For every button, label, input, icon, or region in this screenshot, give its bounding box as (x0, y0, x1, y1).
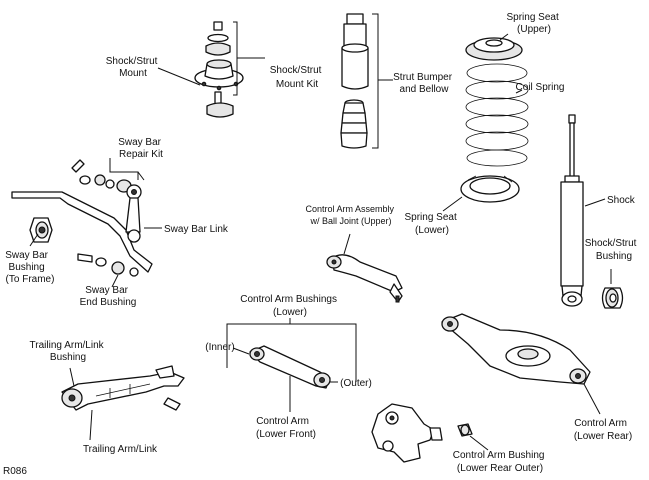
strut-bumper-bellow-illustration (340, 13, 369, 149)
knuckle-illustration (371, 403, 443, 463)
shock-strut-mount-kit-label: Shock/Strut Mount Kit (270, 65, 324, 90)
control-arm-bushing-lower-rear-outer-label: Control Arm Bushing (Lower Rear Outer) (453, 450, 548, 474)
shock-illustration (560, 114, 584, 307)
shock-strut-bushing-illustration (601, 287, 624, 309)
shock-strut-bushing-label: Shock/Strut Bushing (585, 238, 639, 262)
sway-bar-bushing-label: Sway Bar Bushing (To Frame) (5, 250, 54, 285)
control-arm-lower-front-illustration (249, 345, 331, 389)
control-arm-bushings-lower-label: Control Arm Bushings (Lower) (240, 294, 340, 318)
coil-spring-label: Coil Spring (516, 82, 565, 93)
sway-bar-repair-kit-label: Sway Bar Repair Kit (118, 137, 164, 160)
diagram-code: R086 (3, 466, 27, 477)
spring-seat-upper-label: Spring Seat (Upper) (506, 12, 561, 35)
control-arm-lower-front-label: Control Arm (Lower Front) (256, 416, 316, 440)
control-arm-bushing-lower-rear-outer-illustration (457, 423, 473, 437)
control-arm-lower-rear-illustration (441, 313, 591, 385)
outer-label: (Outer) (340, 378, 372, 389)
sway-bar-illustration (11, 191, 153, 273)
control-arm-upper-illustration (326, 254, 403, 303)
shock-strut-mount-kit-illustration (194, 21, 244, 118)
sway-bar-bushing-illustration (29, 217, 53, 243)
coil-spring-illustration (465, 63, 529, 167)
spring-seat-lower-illustration (460, 175, 520, 203)
sway-bar-link-label: Sway Bar Link (164, 224, 229, 235)
strut-bumper-bellow-label: Strut Bumper and Bellow (393, 72, 455, 95)
spring-seat-lower-label: Spring Seat (Lower) (404, 212, 459, 236)
shock-strut-mount-label: Shock/Strut Mount (106, 56, 160, 79)
sway-bar-end-bushing-illustration (77, 253, 139, 277)
trailing-arm-link-label: Trailing Arm/Link (83, 444, 158, 455)
trailing-arm-link-illustration (61, 365, 185, 411)
trailing-arm-link-bushing-label: Trailing Arm/Link Bushing (30, 340, 107, 363)
sway-bar-repair-kit-illustration (71, 159, 132, 193)
sway-bar-link-illustration (125, 184, 142, 243)
spring-seat-upper-illustration (465, 37, 523, 61)
control-arm-lower-rear-label: Control Arm (Lower Rear) (574, 418, 632, 442)
sway-bar-end-bushing-label: Sway Bar End Bushing (80, 285, 137, 308)
shock-label: Shock (607, 195, 636, 206)
inner-label: (Inner) (205, 342, 234, 353)
control-arm-assembly-upper-label: Control Arm Assembly w/ Ball Joint (Uppe… (305, 204, 396, 226)
